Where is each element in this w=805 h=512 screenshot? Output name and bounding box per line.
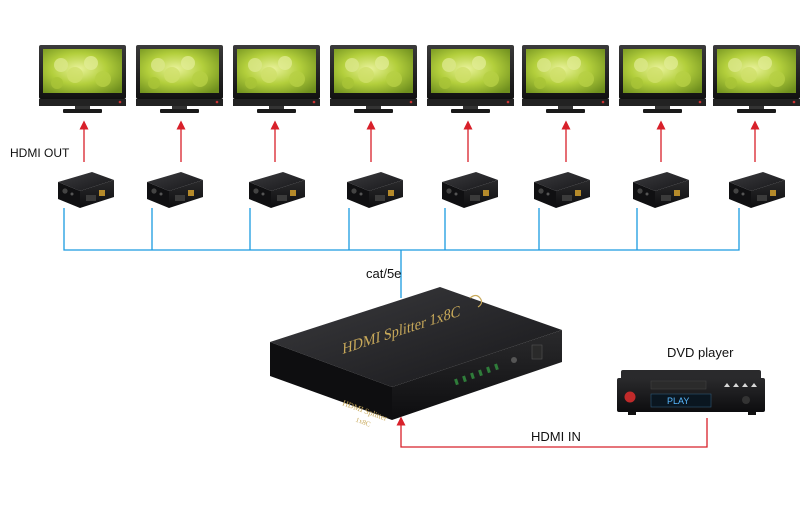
receiver-icon: [249, 172, 305, 208]
cat5e-network: [63, 208, 740, 298]
splitter-icon: HDMI Splitter 1x8C HDMI Splitter 1x8C: [270, 287, 562, 429]
receiver-icon: [347, 172, 403, 208]
monitor-icon: [427, 45, 514, 113]
monitor-icon: [713, 45, 800, 113]
splitter-model: 1x8C: [354, 416, 371, 429]
hdmi-out-arrows: [79, 120, 760, 162]
cable-label: cat/5e: [366, 266, 402, 281]
receiver-icon: [633, 172, 689, 208]
receiver-icon: [58, 172, 114, 208]
monitor-row: [39, 45, 800, 113]
receiver-icon: [442, 172, 498, 208]
dvd-player-icon: PLAY: [617, 370, 765, 415]
dvd-player-label: DVD player: [667, 345, 734, 360]
receiver-icon: [729, 172, 785, 208]
hdmi-out-label: HDMI OUT: [10, 146, 70, 160]
receiver-icon: [147, 172, 203, 208]
receiver-row: [58, 172, 785, 208]
monitor-icon: [330, 45, 417, 113]
monitor-icon: [233, 45, 320, 113]
dvd-screen-text: PLAY: [667, 396, 689, 406]
monitor-icon: [136, 45, 223, 113]
monitor-icon: [619, 45, 706, 113]
monitor-icon: [39, 45, 126, 113]
hdmi-in-path: [396, 416, 708, 448]
monitor-icon: [522, 45, 609, 113]
cat5e-bus: [63, 208, 740, 251]
receiver-icon: [534, 172, 590, 208]
hdmi-in-label: HDMI IN: [531, 429, 581, 444]
